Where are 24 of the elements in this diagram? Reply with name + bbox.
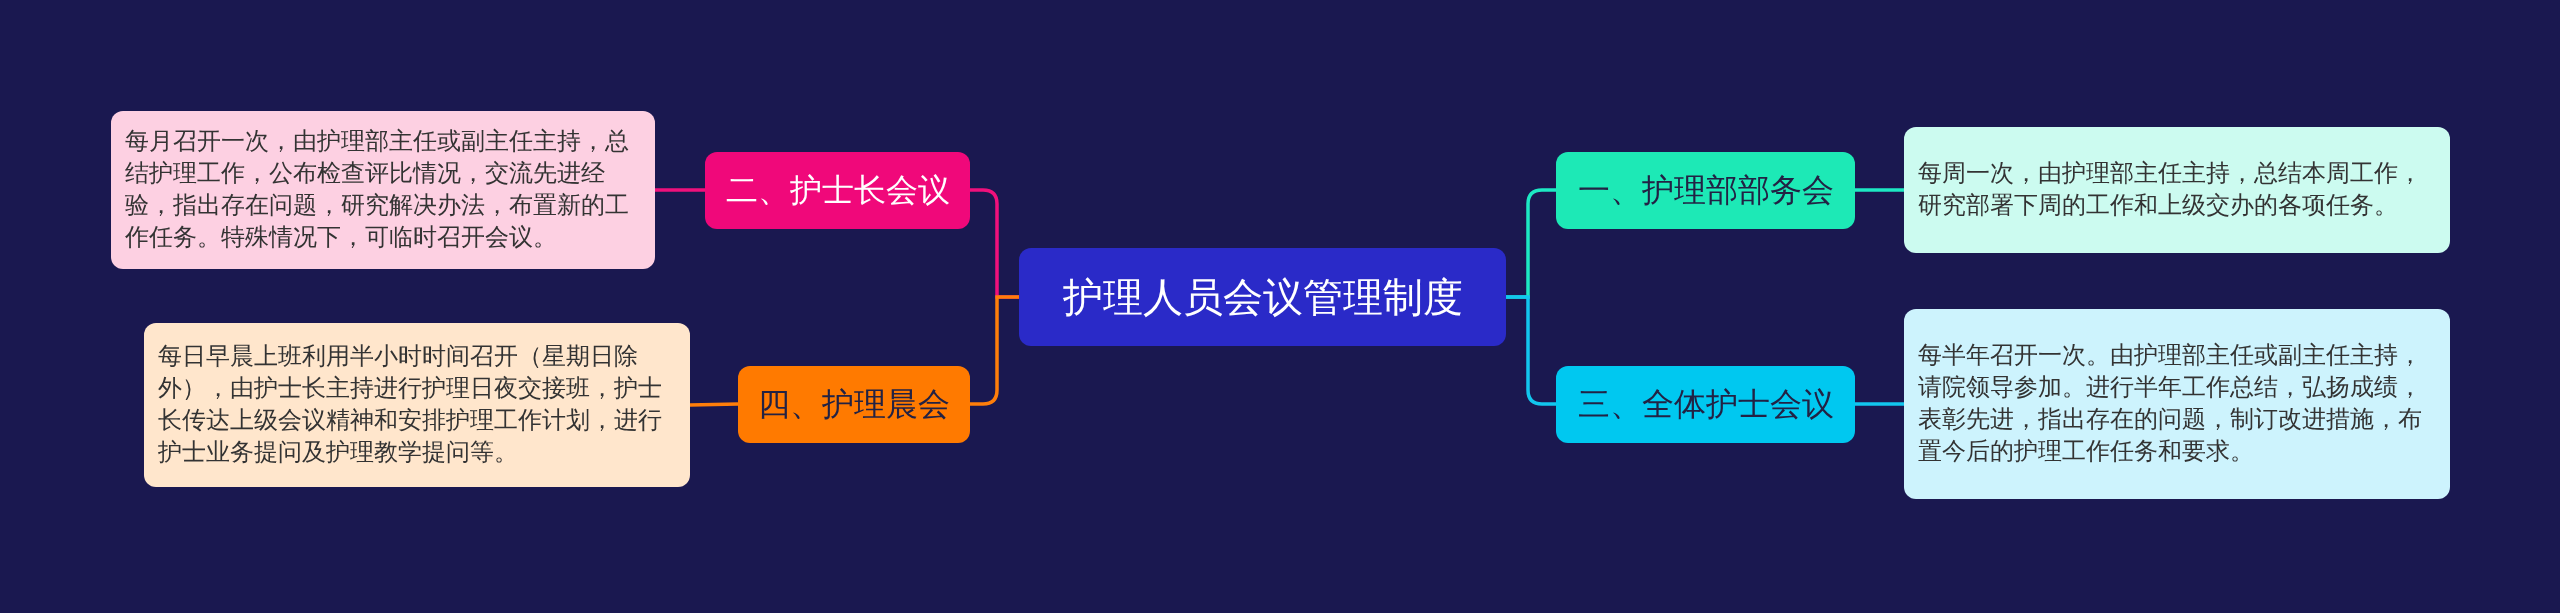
- branch-topic-box: [1556, 365, 1855, 443]
- note-box: [1904, 127, 2450, 253]
- connector-line: [1855, 188, 1904, 192]
- topic-label: 一、护理部部务会: [1577, 170, 1834, 210]
- note-text: 每日早晨上班利用半小时时间召开（星期日除外），由护士长主持进行护理日夜交接班，护士长传达上级会议精神和安排护理工作计划，进行护士业务提问及护理教学提问等。: [158, 341, 663, 468]
- note-text: 每月召开一次，由护理部主任或副主任主持，总结护理工作，公布检查评比情况，交流先进经验，指出存在问题，研究解决办法，布置新的工作任务。特殊情况下，可临时召开会议。: [125, 126, 630, 253]
- branch-topic-box: [738, 365, 970, 443]
- connector-line: [1506, 295, 1556, 406]
- connector-line: [655, 188, 705, 192]
- topic-label: 四、护理晨会: [758, 384, 950, 424]
- branch-topic-box: [705, 151, 970, 229]
- topic-label: 二、护士长会议: [725, 170, 950, 210]
- note-text: 每半年召开一次。由护理部主任或副主任主持，请院领导参加。进行半年工作总结，弘扬成绩，表彰先进，指出存在的问题，制订改进措施，布置今后的护理工作任务和要求。: [1918, 340, 2423, 467]
- note-box: [1904, 309, 2450, 499]
- root-topic-box: [1019, 248, 1506, 346]
- branch-topic-box: [1556, 151, 1855, 229]
- note-box: [144, 323, 690, 487]
- topic-title: 护理人员会议管理制度: [1062, 273, 1463, 321]
- note-text: 每周一次，由护理部主任主持，总结本周工作，研究部署下周的工作和上级交办的各项任务。: [1918, 158, 2423, 221]
- connector-line: [689, 402, 739, 407]
- connector-line: [970, 295, 1019, 406]
- connector-line: [1855, 402, 1904, 406]
- topic-label: 三、全体护士会议: [1577, 384, 1834, 424]
- note-box: [111, 111, 655, 269]
